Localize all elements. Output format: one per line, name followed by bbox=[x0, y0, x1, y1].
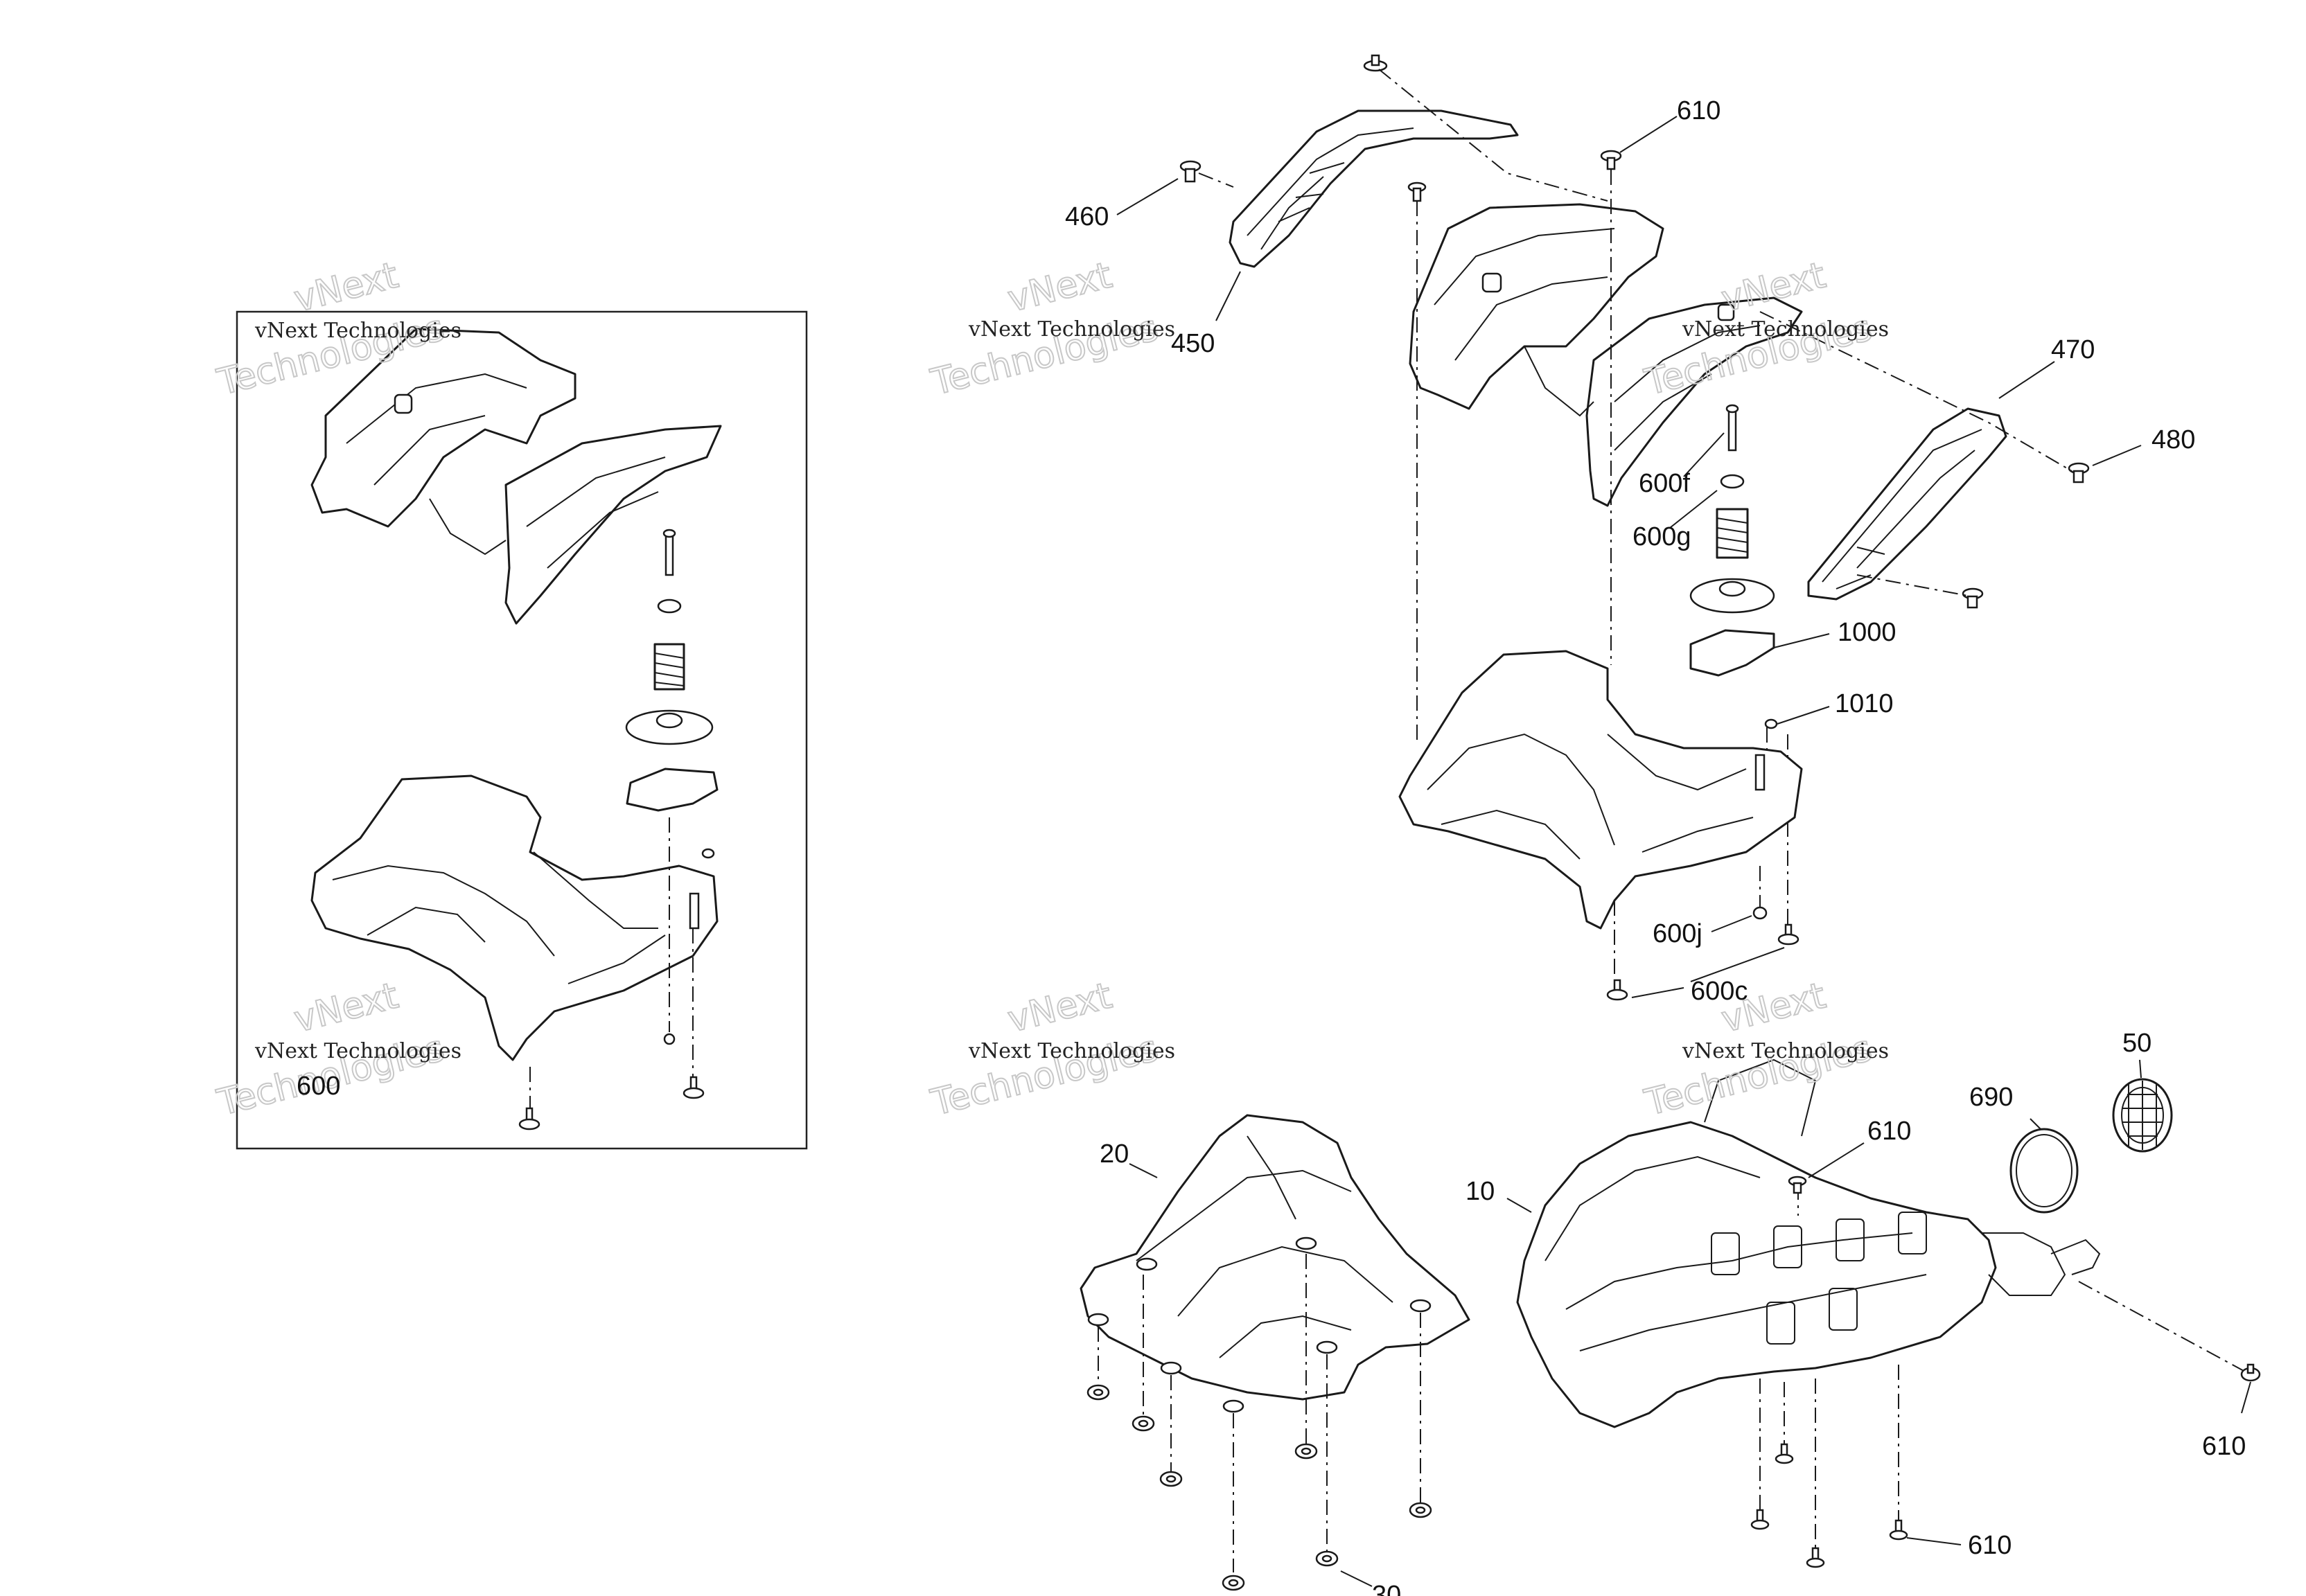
callout-450: 450 bbox=[1171, 329, 1215, 358]
svg-text:vNext Technologies: vNext Technologies bbox=[968, 317, 1175, 342]
callout-610-bottom: 610 bbox=[1968, 1531, 2012, 1560]
callout-610-right: 610 bbox=[2202, 1432, 2246, 1461]
watermark-lower-right: vNext Technologies vNext Technologies bbox=[1640, 975, 1889, 1125]
clamp-690 bbox=[2009, 1128, 2079, 1214]
svg-text:vNext Technologies: vNext Technologies bbox=[1682, 1039, 1889, 1063]
callout-20: 20 bbox=[1100, 1140, 1129, 1169]
callout-10: 10 bbox=[1466, 1177, 1495, 1206]
callout-1010: 1010 bbox=[1835, 689, 1894, 718]
side-panel-450 bbox=[1229, 109, 1519, 268]
side-panel-470 bbox=[1807, 407, 2007, 601]
inset-lower-cowl bbox=[310, 774, 719, 1061]
callout-1000: 1000 bbox=[1838, 618, 1896, 647]
callout-610-top: 610 bbox=[1677, 96, 1720, 125]
heat-shield-20 bbox=[1080, 1114, 1470, 1413]
inset-watermark-bottom: vNext Technologies vNext Technologies bbox=[213, 975, 461, 1125]
callout-690: 690 bbox=[1969, 1083, 2013, 1112]
callout-600g: 600g bbox=[1632, 522, 1691, 551]
svg-text:vNext: vNext bbox=[1004, 255, 1116, 321]
inset-spring-stack bbox=[625, 529, 719, 859]
screen-50 bbox=[2112, 1078, 2173, 1153]
svg-text:vNext Technologies: vNext Technologies bbox=[254, 319, 461, 343]
callout-610-mid: 610 bbox=[1867, 1117, 1911, 1146]
svg-text:vNext: vNext bbox=[1004, 975, 1116, 1041]
svg-text:vNext: vNext bbox=[290, 255, 403, 321]
main-upper-exploded: vNext Technologies vNext Technologies vN… bbox=[926, 54, 2195, 1006]
callout-600c: 600c bbox=[1691, 977, 1748, 1006]
svg-text:vNext Technologies: vNext Technologies bbox=[254, 1039, 461, 1063]
main-lower-exploded: vNext Technologies vNext Technologies vN… bbox=[926, 975, 2261, 1596]
callout-600j: 600j bbox=[1653, 919, 1702, 948]
svg-text:vNext Technologies: vNext Technologies bbox=[968, 1039, 1175, 1063]
callout-480: 480 bbox=[2151, 425, 2195, 454]
svg-text:vNext Technologies: vNext Technologies bbox=[1682, 317, 1889, 342]
upper-cowl-main bbox=[1409, 203, 1803, 507]
inset-upper-cowl bbox=[310, 328, 722, 625]
callout-470: 470 bbox=[2051, 335, 2095, 364]
lower-cowl-main bbox=[1398, 650, 1803, 930]
watermark-lower-left: vNext Technologies vNext Technologies bbox=[926, 975, 1175, 1125]
callout-460: 460 bbox=[1065, 202, 1109, 231]
callout-30: 30 bbox=[1372, 1581, 1401, 1596]
svg-text:vNext: vNext bbox=[290, 975, 403, 1041]
inset-frame bbox=[236, 310, 808, 1150]
watermark-upper-left: vNext Technologies vNext Technologies bbox=[926, 254, 1175, 405]
spring-stack bbox=[1689, 404, 1778, 729]
heat-shield-fasteners bbox=[1086, 1384, 1432, 1591]
callout-600f: 600f bbox=[1639, 469, 1690, 498]
callout-600: 600 bbox=[297, 1072, 340, 1101]
airbox-10 bbox=[1516, 1058, 2101, 1428]
callout-50: 50 bbox=[2122, 1029, 2151, 1058]
inset-assembly-600: vNext Technologies vNext Technologies vN… bbox=[213, 254, 808, 1150]
